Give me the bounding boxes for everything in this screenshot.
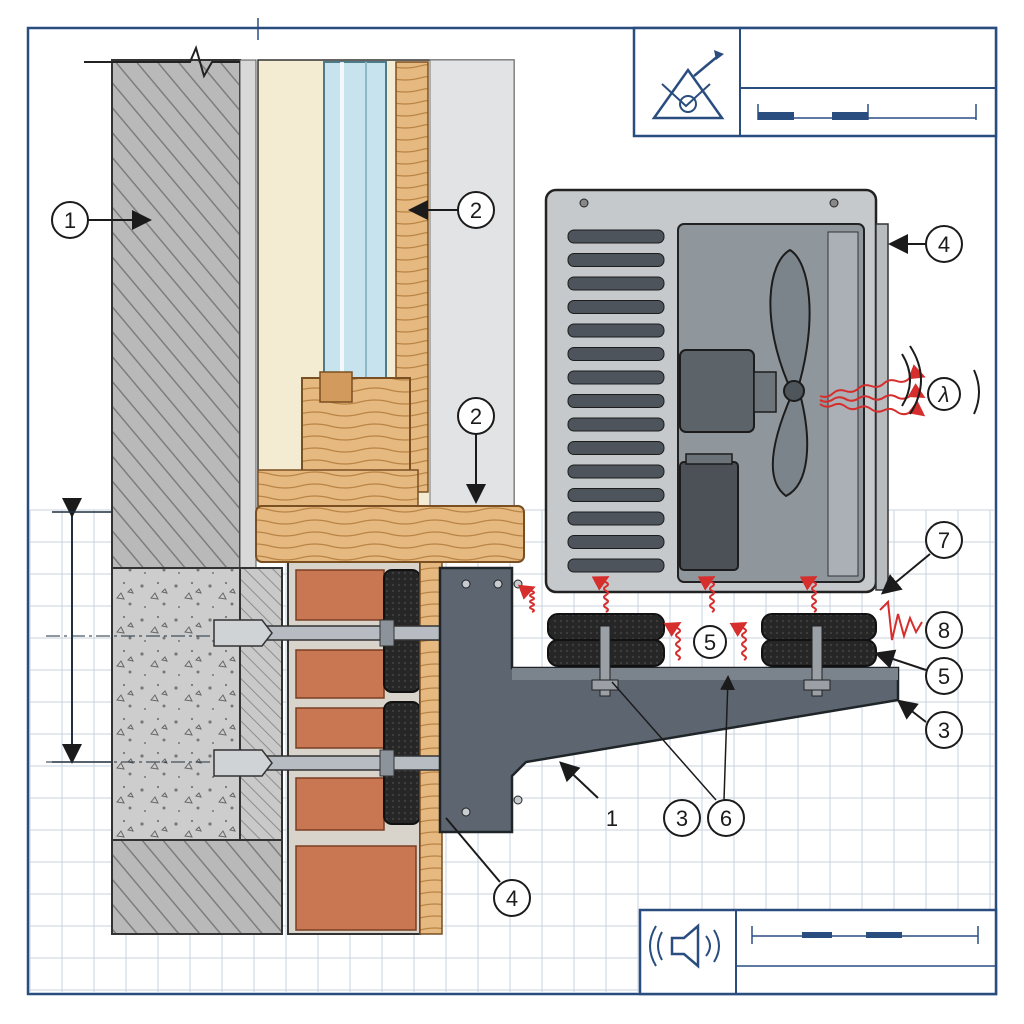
callout-unit-casing: 4 bbox=[888, 225, 963, 263]
louver-slot bbox=[567, 323, 665, 338]
louver-slot bbox=[567, 464, 665, 479]
callout-window-sill-label: 2 bbox=[470, 404, 482, 429]
louver-slot bbox=[567, 229, 665, 244]
callout-window-sill: 2 bbox=[457, 397, 495, 504]
callout-bracket-tags: 3 6 bbox=[611, 675, 745, 837]
callout-bracket-tag-b-label: 6 bbox=[720, 806, 732, 831]
glass-pane bbox=[323, 61, 387, 393]
callout-window-frame: 2 bbox=[408, 191, 495, 229]
title-rule-lines bbox=[751, 926, 979, 944]
vibration-arrow bbox=[697, 576, 716, 613]
title-block-bottom bbox=[638, 908, 998, 996]
scale-bar bbox=[757, 104, 977, 120]
callout-window-frame-label: 2 bbox=[470, 198, 482, 223]
louver-slot bbox=[567, 394, 665, 408]
outdoor-unit bbox=[544, 188, 889, 594]
fan-motor bbox=[679, 349, 777, 433]
callout-insulation-board-label: 4 bbox=[506, 886, 518, 911]
louver-slot bbox=[567, 417, 665, 432]
noise-waves-icon bbox=[901, 345, 980, 415]
dimension-line bbox=[46, 498, 214, 764]
vibration-zigzag bbox=[879, 599, 923, 641]
callout-unit-edge: 7 bbox=[880, 521, 963, 595]
callout-unit-casing-label: 4 bbox=[938, 232, 950, 257]
masonry-wall bbox=[84, 45, 283, 935]
callout-pad-right: 5 bbox=[874, 649, 963, 695]
callout-bracket-label: 1 bbox=[559, 761, 618, 831]
louver-slot bbox=[567, 300, 665, 314]
callout-bracket-text: 1 bbox=[606, 806, 618, 831]
concrete-block bbox=[111, 567, 241, 841]
louver-slot bbox=[567, 488, 665, 502]
drawing-border bbox=[26, 26, 998, 996]
fan-blade bbox=[769, 248, 811, 498]
callout-wall: 1 bbox=[51, 201, 152, 239]
callout-unit-edge-label: 7 bbox=[938, 528, 950, 553]
compressor bbox=[679, 453, 739, 571]
callout-wall-label: 1 bbox=[64, 208, 76, 233]
callout-noise-source: λ bbox=[927, 377, 961, 411]
louver-slot bbox=[567, 253, 665, 267]
vibration-arrow bbox=[663, 622, 682, 661]
anti-vibration-pads bbox=[547, 613, 877, 697]
callout-bracket-tip: 3 bbox=[896, 699, 963, 749]
callout-noise-source-label: λ bbox=[938, 382, 950, 407]
callout-pad-gap-label: 5 bbox=[704, 630, 716, 655]
steel-wall-bracket bbox=[438, 566, 900, 834]
louver-slot bbox=[567, 441, 665, 455]
louver-slot bbox=[567, 511, 665, 526]
callout-group: 1 2 2 4 λ 7 8 bbox=[51, 191, 963, 917]
title-block-top bbox=[632, 26, 998, 138]
vibration-arrow bbox=[729, 622, 748, 661]
wood-batten bbox=[419, 561, 443, 935]
louver-slot bbox=[567, 558, 665, 573]
vibration-arrow bbox=[591, 576, 610, 613]
callout-bracket-tag-a-label: 3 bbox=[676, 806, 688, 831]
vibration-arrow bbox=[819, 364, 926, 398]
callout-pad-gap: 5 bbox=[693, 625, 727, 659]
louver-slot bbox=[567, 276, 665, 291]
vibration-arrow bbox=[819, 400, 926, 417]
callout-bracket-tip-label: 3 bbox=[938, 718, 950, 743]
louver-slot bbox=[567, 370, 665, 385]
window-sill bbox=[255, 505, 525, 563]
callout-pad-right-label: 5 bbox=[938, 664, 950, 689]
architect-house-logo-icon bbox=[651, 50, 725, 120]
louver-slot bbox=[567, 535, 665, 549]
louver-slot bbox=[567, 347, 665, 361]
vibration-arrow bbox=[517, 584, 536, 613]
vibration-arrow bbox=[799, 576, 818, 613]
callout-vibration-label: 8 bbox=[938, 618, 950, 643]
callout-vibration: 8 bbox=[925, 611, 963, 649]
callout-insulation-board: 4 bbox=[445, 817, 531, 917]
speaker-sound-logo-icon bbox=[649, 923, 720, 969]
intake-louvers bbox=[567, 229, 665, 573]
